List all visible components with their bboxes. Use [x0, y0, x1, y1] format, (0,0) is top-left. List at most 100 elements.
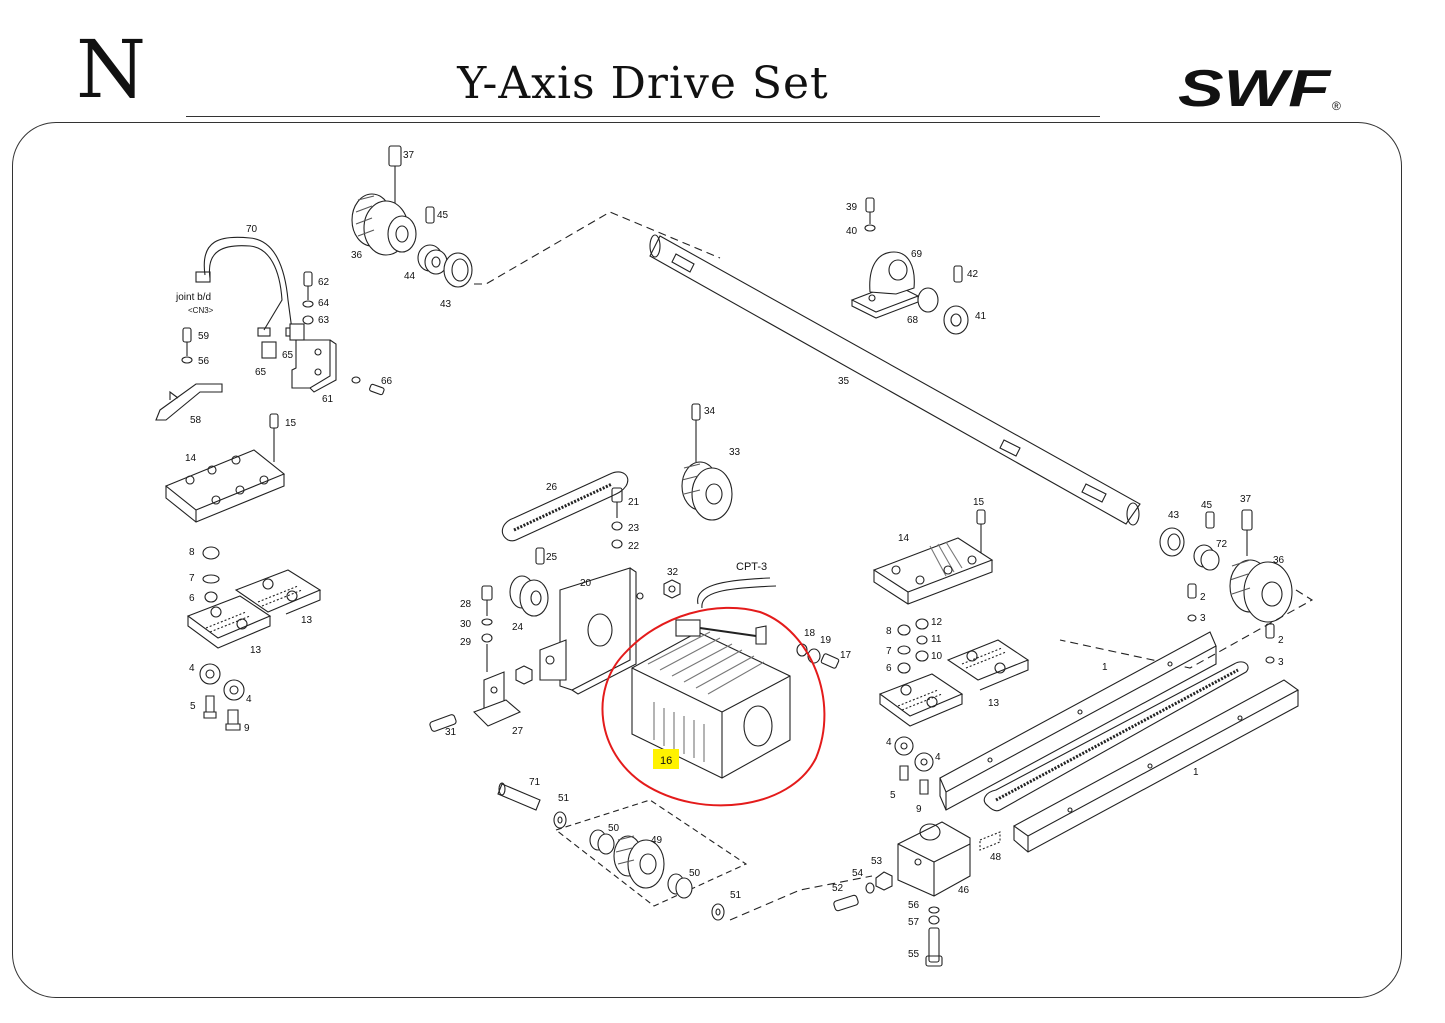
- part-callout-17: 17: [840, 650, 852, 661]
- part-callout-18: 18: [804, 628, 816, 639]
- part-callout-20: 20: [580, 578, 592, 589]
- part-callout-1: 1: [1193, 767, 1199, 778]
- part-callout-51: 51: [558, 793, 570, 804]
- section-letter: N: [76, 23, 146, 116]
- part-callout-31: 31: [445, 727, 457, 738]
- part-callout-45: 45: [1201, 500, 1213, 511]
- part-callout-5: 5: [190, 701, 196, 712]
- part-callout-2: 2: [1200, 592, 1206, 603]
- bracket-58: [155, 327, 223, 421]
- sensor-bracket-61: [261, 323, 385, 396]
- bracket-27: [429, 585, 533, 732]
- part-callout-26: 26: [546, 482, 558, 493]
- part-callout-36: 36: [351, 250, 363, 261]
- screw-stack-21-23-22: [611, 487, 623, 549]
- screw-stack-62-64-63: [302, 271, 314, 325]
- part-callout-8: 8: [886, 626, 892, 637]
- highlight-part-number: 16: [660, 755, 672, 767]
- part-callout-37: 37: [403, 150, 415, 161]
- part-callout-71: 71: [529, 777, 541, 788]
- part-callout-13: 13: [988, 698, 1000, 709]
- part-callout-35: 35: [838, 376, 850, 387]
- joint-board-cable: [195, 236, 299, 337]
- part-callout-65: 65: [282, 350, 294, 361]
- part-callout-61: 61: [322, 394, 334, 405]
- part-callout-7: 7: [189, 573, 195, 584]
- part-callout-33: 33: [729, 447, 741, 458]
- part-callout-39: 39: [846, 202, 858, 213]
- part-callout-13: 13: [250, 645, 262, 656]
- part-callout-53: 53: [871, 856, 883, 867]
- diagram-frame: [12, 122, 1402, 998]
- part-callout-56: 56: [908, 900, 920, 911]
- carriage-block-14-left: [164, 413, 286, 523]
- part-callout-29: 29: [460, 637, 472, 648]
- part-callout-32: 32: [667, 567, 679, 578]
- part-callout-43: 43: [1168, 510, 1180, 521]
- part-callout-69: 69: [911, 249, 923, 260]
- part-callout-41: 41: [975, 311, 987, 322]
- part-callout-14: 14: [898, 533, 910, 544]
- part-callout-7: 7: [886, 646, 892, 657]
- part-callout-30: 30: [460, 619, 472, 630]
- part-callout-50: 50: [689, 868, 701, 879]
- part-callout-23: 23: [628, 523, 640, 534]
- brand-text: SWF: [1178, 60, 1332, 116]
- part-callout-10: 10: [931, 651, 943, 662]
- part-callout-43: 43: [440, 299, 452, 310]
- part-callout-9: 9: [244, 723, 250, 734]
- part-callout-4: 4: [246, 694, 252, 705]
- part-callout-25: 25: [546, 552, 558, 563]
- part-callout-66: 66: [381, 376, 393, 387]
- part-callout-36: 36: [1273, 555, 1285, 566]
- part-callout-14: 14: [185, 453, 197, 464]
- part-callout-57: 57: [908, 917, 920, 928]
- part-callout-11: 11: [931, 634, 942, 645]
- roller-plates-13-right: [878, 618, 1030, 727]
- linear-rail-1-front: [1012, 679, 1300, 853]
- part-callout-6: 6: [189, 593, 195, 604]
- part-callout-56: 56: [198, 356, 210, 367]
- linear-rail-1-back: [939, 631, 1217, 811]
- part-callout-70: 70: [246, 224, 258, 235]
- tension-block-46: [833, 821, 1001, 967]
- pulley-33: [681, 403, 733, 521]
- part-callout-3: 3: [1278, 657, 1284, 668]
- part-callout-13: 13: [301, 615, 313, 626]
- part-callout-50: 50: [608, 823, 620, 834]
- carriage-block-14-right: [872, 509, 994, 605]
- timing-belt-26: [501, 471, 629, 542]
- part-callout-65: 65: [255, 367, 267, 378]
- part-callout-3: 3: [1200, 613, 1206, 624]
- part-callout-4: 4: [886, 737, 892, 748]
- part-callout-37: 37: [1240, 494, 1252, 505]
- bearings-4-right: [894, 736, 934, 795]
- connector-label: <CN3>: [188, 306, 214, 315]
- part-callout-42: 42: [967, 269, 979, 280]
- registered-mark: ®: [1332, 99, 1341, 113]
- part-callout-15: 15: [973, 497, 985, 508]
- pulley-assembly-top-left: [351, 145, 721, 288]
- part-callout-19: 19: [820, 635, 832, 646]
- title-rule: [186, 116, 1100, 117]
- part-callout-49: 49: [651, 835, 663, 846]
- motor-plate-20: [539, 567, 644, 695]
- pulley-assembly-right: [1059, 509, 1314, 669]
- part-callout-46: 46: [958, 885, 970, 896]
- cable-label: CPT-3: [736, 561, 767, 573]
- nut-32: [663, 579, 681, 599]
- pillow-block-69: [850, 197, 969, 335]
- part-callout-28: 28: [460, 599, 472, 610]
- part-callout-5: 5: [890, 790, 896, 801]
- joint-board-label: joint b/d: [175, 292, 211, 303]
- part-callout-51: 51: [730, 890, 742, 901]
- part-callout-27: 27: [512, 726, 524, 737]
- part-callout-63: 63: [318, 315, 330, 326]
- part-callout-8: 8: [189, 547, 195, 558]
- part-callout-9: 9: [916, 804, 922, 815]
- part-callout-34: 34: [704, 406, 716, 417]
- part-callout-4: 4: [189, 663, 195, 674]
- part-callout-59: 59: [198, 331, 210, 342]
